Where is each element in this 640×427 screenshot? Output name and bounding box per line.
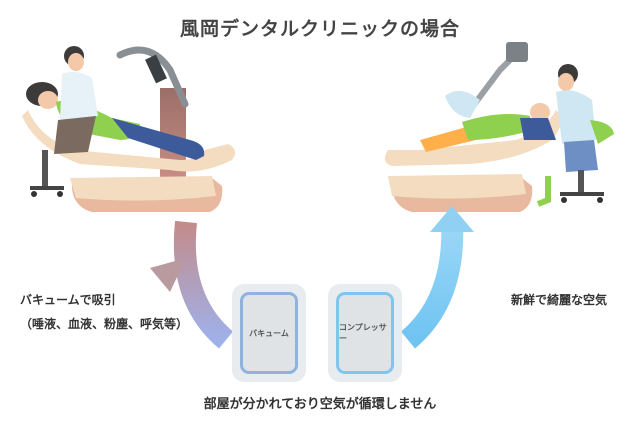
vacuum-flow-arrow [150, 220, 234, 349]
right-dental-chair-scene [384, 42, 614, 212]
vacuum-unit: バキューム [232, 284, 306, 382]
vacuum-caption-line1: バキュームで吸引 [20, 293, 116, 307]
vacuum-unit-label: バキューム [249, 328, 289, 338]
compressor-unit-label: コンプレッサー [339, 323, 387, 343]
vacuum-unit-panel: バキューム [240, 292, 298, 374]
page-title: 風岡デンタルクリニックの場合 [179, 18, 460, 40]
right-chair-seat [384, 110, 562, 166]
bottom-caption: 部屋が分かれており空気が循環しません [203, 397, 437, 412]
left-chair-seat [22, 110, 236, 172]
compressor-unit: コンプレッサー [328, 284, 402, 382]
vacuum-caption-line2: （唾液、血液、粉塵、呼気等） [20, 317, 189, 331]
right-patient-shirt [462, 114, 532, 140]
left-dental-chair-scene [22, 46, 236, 212]
fresh-air-caption: 新鮮で綺麗な空気 [511, 293, 608, 307]
compressor-flow-arrow [400, 206, 474, 349]
compressor-unit-panel: コンプレッサー [336, 292, 394, 374]
